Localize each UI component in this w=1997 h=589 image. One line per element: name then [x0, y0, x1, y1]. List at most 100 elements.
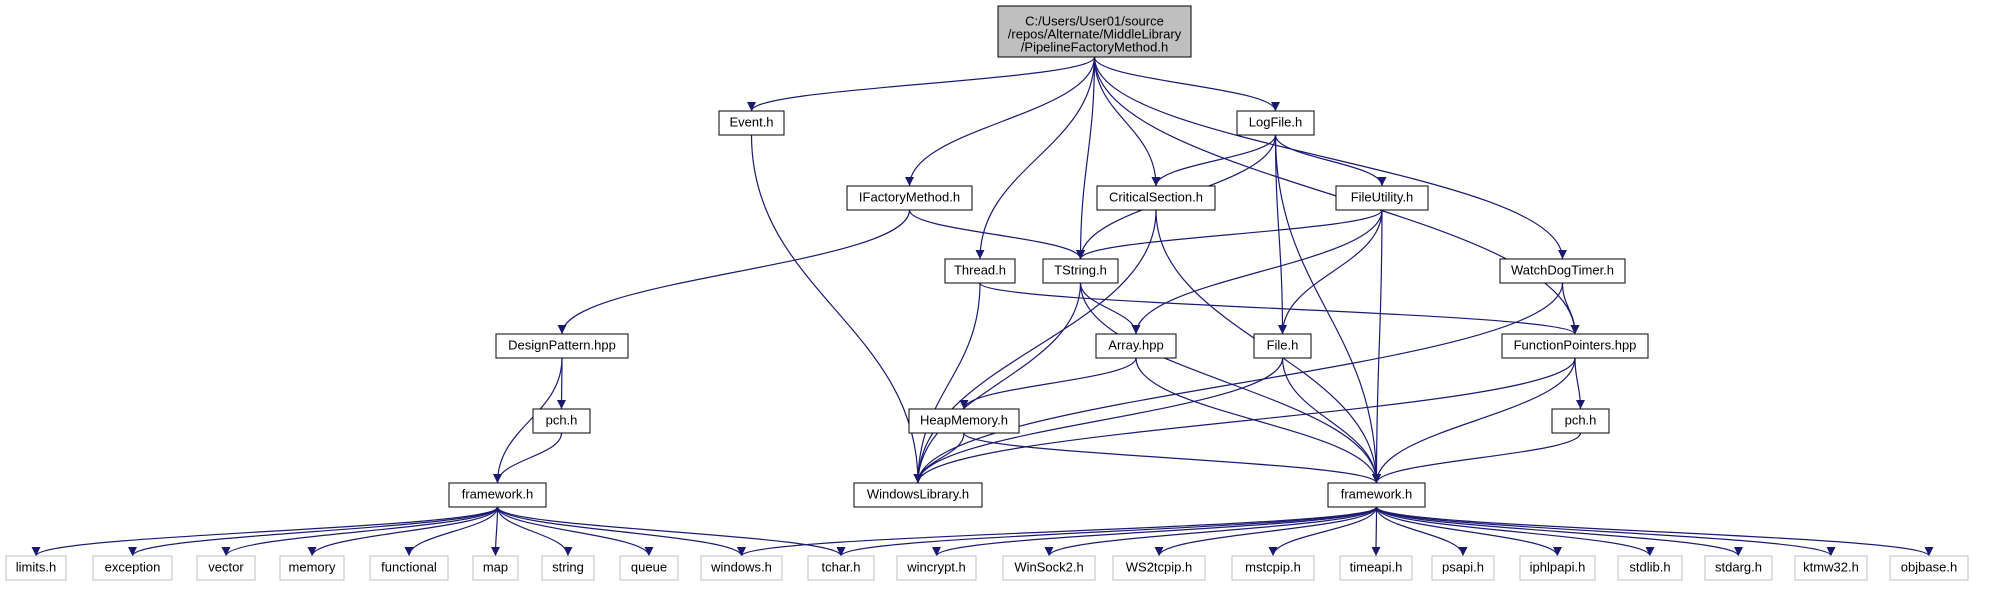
node-box: [1236, 110, 1315, 136]
edge-functionpointers_hpp-to-pch_h_right: [1574, 357, 1585, 410]
edge-logfile_h-to-criticalsection_h: [1151, 134, 1277, 187]
edge-framework_h_right-to-timeapi_h: [1371, 506, 1381, 557]
node-thread-h[interactable]: Thread.h: [944, 258, 1016, 284]
edge-functionpointers_hpp-to-framework_h_right: [1372, 357, 1576, 484]
edge-framework_h_right-to-psapi_h: [1375, 506, 1468, 557]
node-string[interactable]: string: [541, 555, 595, 581]
node-box: [196, 555, 256, 581]
edge-layer: [31, 56, 1934, 557]
node-queue[interactable]: queue: [619, 555, 679, 581]
node-box: [700, 555, 783, 581]
root-node[interactable]: C:/Users/User01/source /repos/Alternate/…: [997, 5, 1192, 58]
edge-thread_h-to-windowslibrary_h: [913, 282, 981, 484]
node-exception[interactable]: exception: [92, 555, 173, 581]
node-box: [944, 258, 1016, 284]
node-ifactorymethod-h[interactable]: IFactoryMethod.h: [846, 185, 973, 211]
node-objbase-h[interactable]: objbase.h: [1889, 555, 1969, 581]
node-box: [1095, 333, 1177, 359]
edge-logfile_h-to-file_h: [1274, 134, 1287, 335]
node-label: Thread.h: [954, 262, 1006, 277]
node-ktmw32-h[interactable]: ktmw32.h: [1794, 555, 1868, 581]
node-label: TString.h: [1054, 262, 1107, 277]
node-box: [1889, 555, 1969, 581]
node-box: [718, 110, 785, 136]
node-limits-h[interactable]: limits.h: [5, 555, 67, 581]
node-box: [1096, 185, 1216, 211]
edge-root-to-ifactorymethod_h: [905, 56, 1096, 187]
node-label: pch.h: [1565, 412, 1597, 427]
node-label: pch.h: [546, 412, 578, 427]
node-iphlpapi-h[interactable]: iphlpapi.h: [1519, 555, 1596, 581]
node-ws2tcpip-h[interactable]: WS2tcpip.h: [1112, 555, 1206, 581]
node-timeapi-h[interactable]: timeapi.h: [1339, 555, 1413, 581]
node-label: stdlib.h: [1629, 559, 1670, 574]
edge-functionpointers_hpp-to-windowslibrary_h: [913, 357, 1576, 484]
node-framework-h-right[interactable]: framework.h: [1327, 482, 1426, 508]
node-pch-h-left[interactable]: pch.h: [532, 408, 591, 434]
node-watchdogtimer-h[interactable]: WatchDogTimer.h: [1499, 258, 1626, 284]
edge-heapmemory_h-to-windowslibrary_h: [913, 432, 965, 484]
node-map[interactable]: map: [472, 555, 519, 581]
edge-framework_h_left-to-exception: [128, 506, 499, 557]
node-label: framework.h: [462, 486, 534, 501]
edge-framework_h_right-to-winsock2_h: [1044, 506, 1378, 557]
node-tchar-h[interactable]: tchar.h: [807, 555, 875, 581]
edge-framework_h_left-to-memory: [307, 506, 499, 557]
edge-framework_h_left-to-windows_h: [496, 506, 746, 557]
edge-tstring_h-to-array_hpp: [1079, 282, 1141, 335]
node-box: [846, 185, 973, 211]
node-psapi-h[interactable]: psapi.h: [1431, 555, 1495, 581]
node-box: [1327, 482, 1426, 508]
node-fileutility-h[interactable]: FileUtility.h: [1335, 185, 1429, 211]
node-winsock2-h[interactable]: WinSock2.h: [1002, 555, 1096, 581]
edge-framework_h_right-to-iphlpapi_h: [1375, 506, 1562, 557]
edge-framework_h_right-to-tchar_h: [836, 506, 1378, 557]
node-stdarg-h[interactable]: stdarg.h: [1704, 555, 1773, 581]
node-box: [1617, 555, 1683, 581]
node-array-hpp[interactable]: Array.hpp: [1095, 333, 1177, 359]
edge-ifactorymethod_h-to-tstring_h: [908, 209, 1085, 260]
root-node-label-line-1: C:/Users/User01/source: [1025, 13, 1164, 28]
node-box: [448, 482, 547, 508]
edge-file_h-to-framework_h_right: [1281, 357, 1381, 484]
node-mstcpip-h[interactable]: mstcpip.h: [1231, 555, 1315, 581]
node-box: [1231, 555, 1315, 581]
node-event-h[interactable]: Event.h: [718, 110, 785, 136]
node-tstring-h[interactable]: TString.h: [1042, 258, 1119, 284]
node-label: WinSock2.h: [1014, 559, 1083, 574]
node-label: timeapi.h: [1350, 559, 1403, 574]
edge-root-to-criticalsection_h: [1093, 56, 1161, 187]
node-memory[interactable]: memory: [279, 555, 345, 581]
node-pch-h-right[interactable]: pch.h: [1551, 408, 1610, 434]
node-box: [908, 408, 1020, 434]
node-file-h[interactable]: File.h: [1253, 333, 1312, 359]
node-label: map: [483, 559, 508, 574]
node-label: FunctionPointers.hpp: [1514, 337, 1637, 352]
edge-framework_h_left-to-vector: [221, 506, 499, 557]
edge-root-to-watchdogtimer_h: [1093, 56, 1567, 260]
node-logfile-h[interactable]: LogFile.h: [1236, 110, 1315, 136]
node-label: limits.h: [16, 559, 56, 574]
root-node-label-line-2: /repos/Alternate/MiddleLibrary: [1008, 26, 1182, 41]
node-wincrypt-h[interactable]: wincrypt.h: [896, 555, 977, 581]
node-heapmemory-h[interactable]: HeapMemory.h: [908, 408, 1020, 434]
node-functional[interactable]: functional: [369, 555, 449, 581]
edge-root-to-event_h: [747, 56, 1096, 112]
node-windowslibrary-h[interactable]: WindowsLibrary.h: [853, 482, 983, 508]
node-stdlib-h[interactable]: stdlib.h: [1617, 555, 1683, 581]
node-vector[interactable]: vector: [196, 555, 256, 581]
edge-logfile_h-to-framework_h_right: [1274, 134, 1381, 484]
node-functionpointers-hpp[interactable]: FunctionPointers.hpp: [1501, 333, 1649, 359]
node-criticalsection-h[interactable]: CriticalSection.h: [1096, 185, 1216, 211]
node-label: WS2tcpip.h: [1126, 559, 1192, 574]
edge-framework_h_right-to-stdlib_h: [1375, 506, 1655, 557]
edge-root-to-thread_h: [975, 56, 1096, 260]
edge-file_h-to-windowslibrary_h: [913, 357, 1284, 484]
node-windows-h[interactable]: windows.h: [700, 555, 783, 581]
node-designpattern-hpp[interactable]: DesignPattern.hpp: [495, 333, 629, 359]
edge-framework_h_left-to-queue: [496, 506, 654, 557]
edge-designpattern_hpp-to-framework_h_left: [493, 357, 563, 484]
node-framework-h-left[interactable]: framework.h: [448, 482, 547, 508]
edge-root-to-functionpointers_hpp: [1093, 56, 1580, 335]
